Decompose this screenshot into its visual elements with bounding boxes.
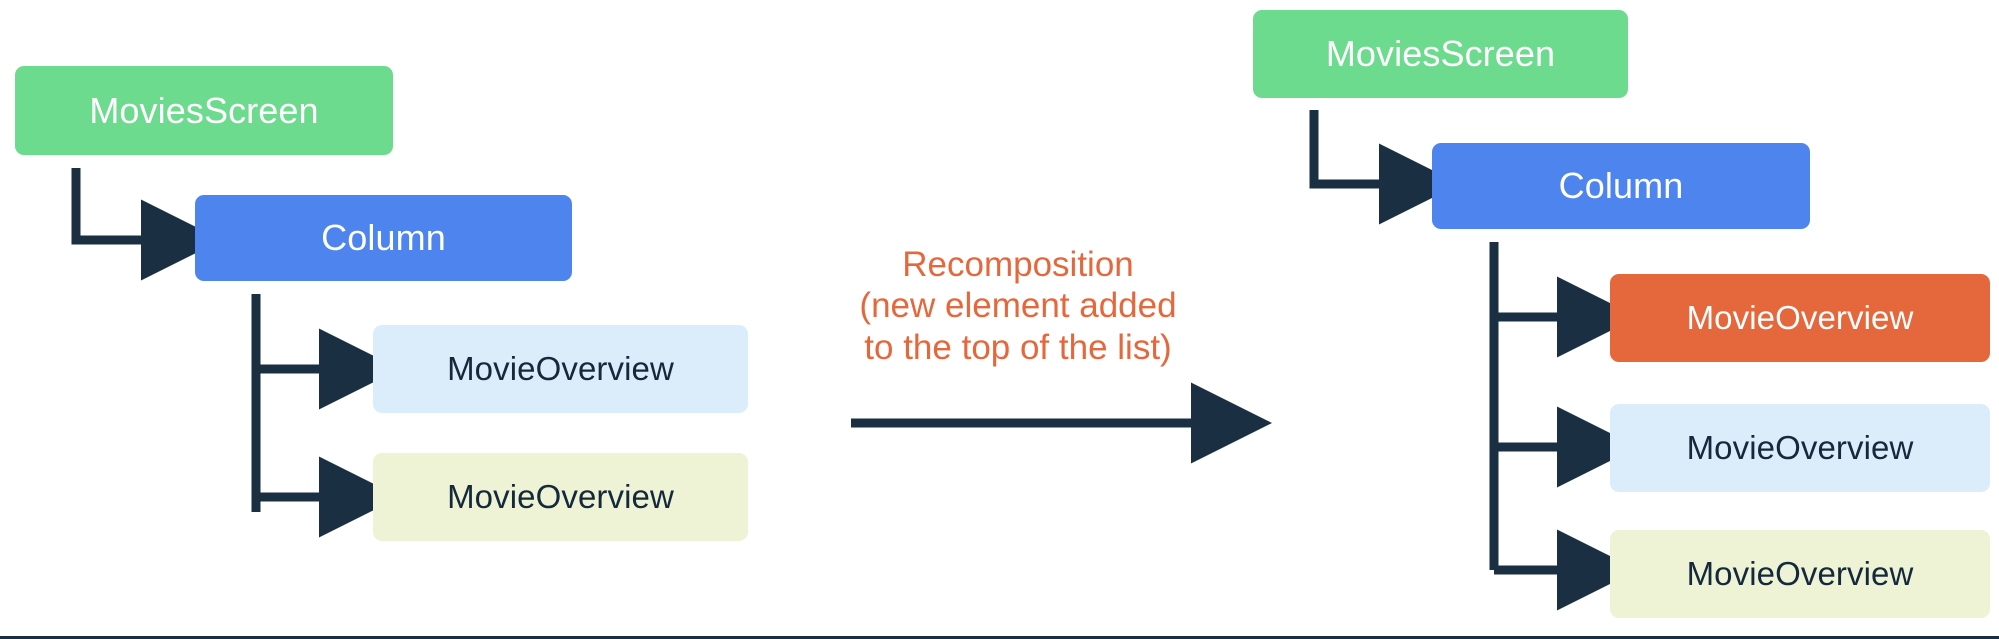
before-node-movie-overview-1[interactable]: MovieOverview [373, 325, 748, 413]
after-node-column[interactable]: Column [1432, 143, 1810, 229]
after-node-movie-overview-new[interactable]: MovieOverview [1610, 274, 1990, 362]
before-node-movie-overview-2[interactable]: MovieOverview [373, 453, 748, 541]
edge-left-screen-to-column [71, 168, 222, 281]
edge-left-column-to-children [251, 294, 400, 538]
edge-right-screen-to-column [1309, 110, 1460, 225]
after-node-movie-overview-1[interactable]: MovieOverview [1610, 404, 1990, 492]
after-node-movies-screen[interactable]: MoviesScreen [1253, 10, 1628, 98]
edge-right-column-to-children [1489, 242, 1638, 611]
after-node-movie-overview-2[interactable]: MovieOverview [1610, 530, 1990, 618]
before-node-movies-screen[interactable]: MoviesScreen [15, 66, 393, 155]
before-node-column[interactable]: Column [195, 195, 572, 281]
recomposition-caption: Recomposition (new element added to the … [859, 245, 1177, 367]
